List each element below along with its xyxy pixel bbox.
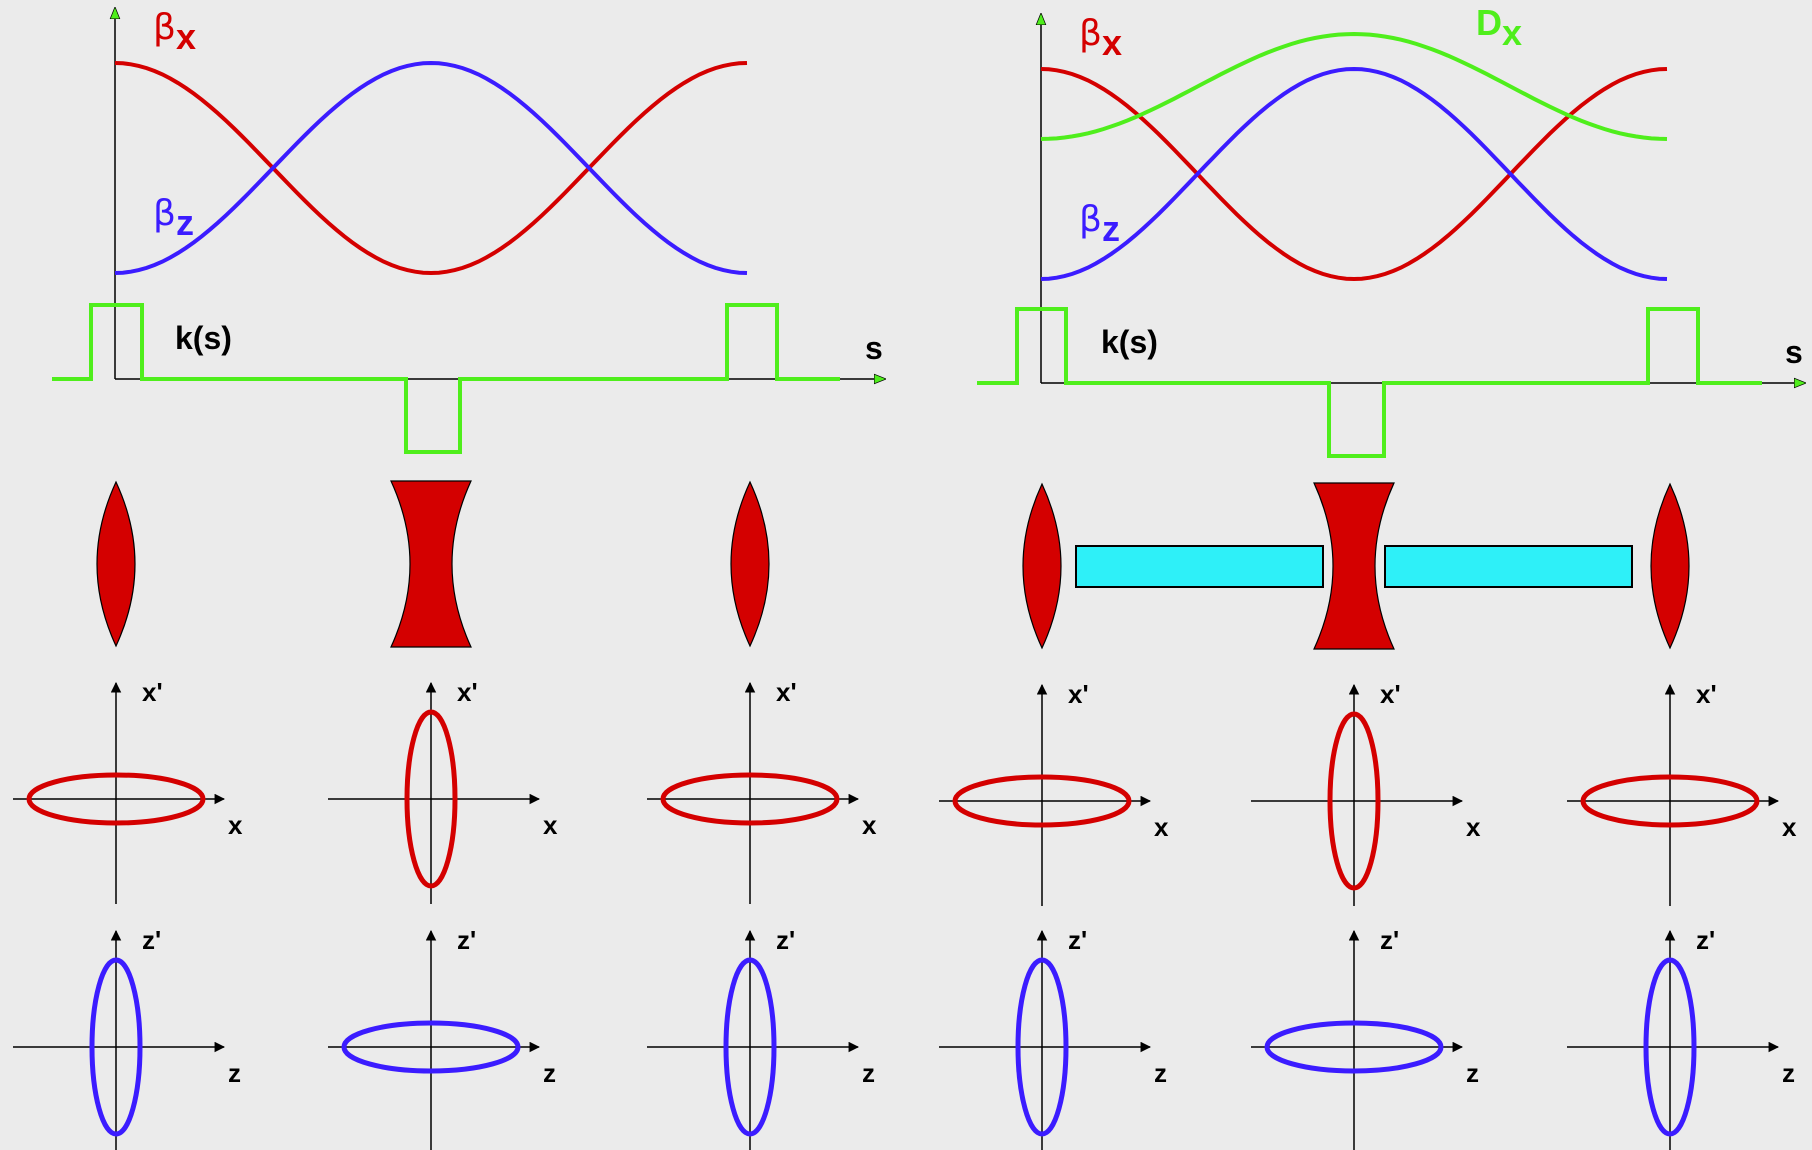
horizontal-axis-label: x <box>1466 812 1481 842</box>
phase-ellipse-wide <box>26 772 206 826</box>
horizontal-axis-label: z <box>862 1058 875 1088</box>
beta-x-curve <box>114 61 748 276</box>
z-phase-space: z' z <box>328 925 556 1150</box>
vertical-axis-label: z' <box>776 925 795 955</box>
k-function-label: k(s) <box>1101 324 1158 360</box>
focusing-quadrupole <box>96 480 136 648</box>
horizontal-axis-label: x <box>543 810 558 840</box>
dispersion-curve <box>1040 31 1668 141</box>
vertical-axis-label: z' <box>1068 925 1087 955</box>
k-function-label: k(s) <box>175 320 232 356</box>
beta-z-label: βz <box>1079 199 1120 249</box>
beta-z-curve <box>1040 66 1668 281</box>
horizontal-axis-label: z <box>1466 1058 1479 1088</box>
beta-z-label: βz <box>153 193 194 243</box>
dipole-magnet <box>1075 545 1324 588</box>
vertical-axis-label: x' <box>1696 679 1717 709</box>
z-phase-space: z' z <box>939 925 1167 1150</box>
z-phase-space: z' z <box>1251 925 1479 1150</box>
horizontal-axis-label: x <box>1782 812 1797 842</box>
phase-ellipse-tall <box>1327 711 1381 891</box>
vertical-axis-label: x' <box>457 677 478 707</box>
phase-ellipse-wide <box>952 774 1132 828</box>
horizontal-axis-label: z <box>543 1058 556 1088</box>
vertical-axis-label: z' <box>142 925 161 955</box>
horizontal-axis-label: x <box>1154 812 1169 842</box>
defocusing-quadrupole <box>390 480 472 648</box>
focusing-quadrupole <box>730 480 770 648</box>
k-step-function <box>977 307 1762 458</box>
vertical-axis-label: x' <box>776 677 797 707</box>
beta-x-label: βx <box>153 7 196 57</box>
beta-x-curve <box>1040 67 1668 282</box>
z-phase-space: z' z <box>647 925 875 1150</box>
phase-ellipse-tall <box>1643 957 1697 1137</box>
panel-with-dipoles: βx βz Dx k(s) s x' x x' x x' x z' z z' z z' z <box>939 2 1805 1150</box>
phase-ellipse-tall <box>89 957 143 1137</box>
focusing-quadrupole <box>1022 482 1062 650</box>
x-phase-space: x' x <box>1567 679 1797 906</box>
vertical-axis-label: x' <box>142 677 163 707</box>
horizontal-axis-label: x <box>228 810 243 840</box>
k-step-function <box>52 303 840 454</box>
phase-ellipse-tall <box>723 957 777 1137</box>
x-phase-space: x' x <box>939 679 1169 906</box>
horizontal-axis-label: z <box>228 1058 241 1088</box>
panel-without-dipoles: βx βz k(s) s x' x x' x x' x z' z z' z z' z <box>13 7 885 1150</box>
phase-ellipse-tall <box>404 709 458 889</box>
vertical-axis-label: z' <box>457 925 476 955</box>
x-phase-space: x' x <box>1251 679 1481 906</box>
x-phase-space: x' x <box>328 677 558 904</box>
phase-ellipse-tall <box>1015 957 1069 1137</box>
dispersion-label: Dx <box>1476 2 1522 53</box>
z-phase-space: z' z <box>1567 925 1795 1150</box>
horizontal-axis-label: x <box>862 810 877 840</box>
phase-ellipse-wide <box>660 772 840 826</box>
focusing-quadrupole <box>1650 482 1690 650</box>
s-axis-label: s <box>865 330 883 366</box>
vertical-axis-label: x' <box>1380 679 1401 709</box>
dipole-magnet <box>1384 545 1633 588</box>
vertical-axis-label: z' <box>1380 925 1399 955</box>
z-phase-space: z' z <box>13 925 241 1150</box>
horizontal-axis-label: z <box>1782 1058 1795 1088</box>
beta-x-label: βx <box>1079 13 1122 63</box>
vertical-axis-label: z' <box>1696 925 1715 955</box>
beta-z-curve <box>114 60 748 275</box>
phase-ellipse-wide <box>1264 1020 1444 1074</box>
vertical-axis-label: x' <box>1068 679 1089 709</box>
x-phase-space: x' x <box>13 677 243 904</box>
x-phase-space: x' x <box>647 677 877 904</box>
phase-ellipse-wide <box>1580 774 1760 828</box>
horizontal-axis-label: z <box>1154 1058 1167 1088</box>
defocusing-quadrupole <box>1313 482 1395 650</box>
phase-ellipse-wide <box>341 1020 521 1074</box>
s-axis-label: s <box>1785 334 1803 370</box>
